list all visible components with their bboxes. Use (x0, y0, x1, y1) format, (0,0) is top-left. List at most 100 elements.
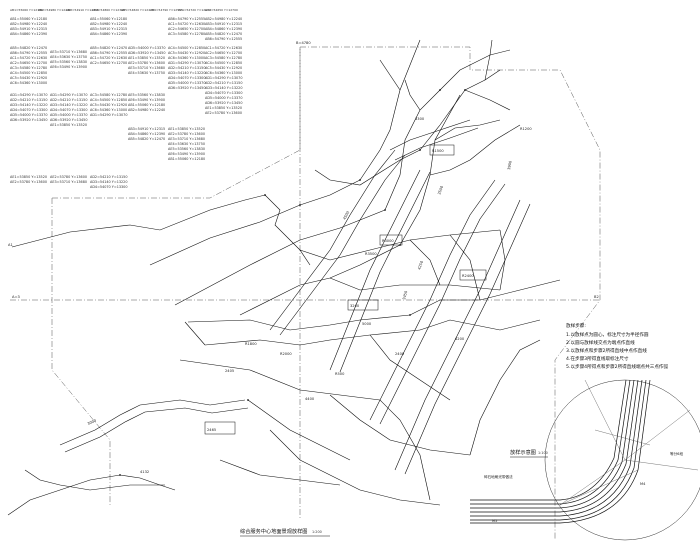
dimension-labels: 2465 3000 4132 2405 3200 R2400 R1500 R30… (87, 117, 532, 474)
coord-entry: AD2=54210 Y=13150 (205, 81, 243, 85)
coord-column-5: AB6=54790 Y=12555 AC1=54720 Y=12630 AC2=… (168, 17, 206, 161)
inset-title: 放样示意图 (510, 448, 536, 456)
coord-entry: AC3=54580 Y=12780 (205, 56, 242, 60)
coord-entry: AE2=53780 Y=13600 (128, 61, 165, 65)
dim-label: R1800 (245, 342, 257, 346)
dim-label: 3500 (437, 185, 444, 196)
coord-entry: AD5=54000 Y=13370 (50, 113, 88, 117)
grid-labels: B=4780 A=3 B2 A1 (8, 41, 599, 299)
inset-equal-label: 等分6段 (670, 451, 683, 456)
coord-entry: AD4=54070 Y=13300 (205, 91, 243, 95)
dim-label: 4132 (140, 470, 149, 474)
dim-label: 2405 (225, 369, 234, 373)
coord-entry: AB2=54980 Y=12240 (205, 17, 242, 21)
header-coord-0: AB1=55060 Y=12180 (10, 8, 43, 12)
coord-entry: AD6=53920 Y=13450 (128, 51, 166, 55)
coord-entry: AB1=55060 Y=12180 (90, 17, 127, 21)
dim-label: 3450 (402, 290, 408, 301)
coord-entry: AC4=54500 Y=12850 (168, 46, 205, 50)
coord-entry: AB6=54790 Y=12555 (10, 51, 47, 55)
coord-entry: AC1=54720 Y=12630 (168, 22, 205, 26)
coord-entry: AC5=54430 Y=12920 (205, 66, 242, 70)
coord-entry: AB3=54910 Y=12315 (10, 27, 47, 31)
coord-entry: AB1=55060 Y=12180 (128, 103, 165, 107)
coord-entry: AD4=54070 Y=13300 (168, 76, 206, 80)
paving-layout-lines (7, 39, 561, 516)
coord-entry: AD2=54210 Y=13150 (50, 98, 88, 102)
coord-entry: AE6=53490 Y=13900 (128, 98, 165, 102)
drawing-scale: 1:200 (312, 530, 322, 534)
coord-entry: AD2=54210 Y=13150 (168, 66, 206, 70)
coord-entry: AD6=53920 Y=13450 (50, 118, 88, 122)
dim-label: R3000 (382, 239, 394, 243)
header-coord-7: AC2=54650 Y=12700 (205, 8, 238, 12)
dim-label: 4500 (342, 210, 350, 221)
coord-entry: AC2=54650 Y=12700 (10, 61, 47, 65)
coord-entry: AC2=54650 Y=12700 (168, 27, 205, 31)
coord-entry: AB1=55060 Y=12180 (10, 17, 47, 21)
dim-label: 3000 (87, 419, 98, 426)
site-boundary (10, 46, 601, 540)
dim-label: 4250 (417, 260, 424, 271)
coord-entry: AC4=54500 Y=12850 (205, 61, 242, 65)
inset-scale: 1:100 (538, 451, 548, 455)
coord-entry: AC3=54580 Y=12780 (168, 32, 205, 36)
drawing-title-block: 综合服务中心地面景观放样图 1:200 (240, 527, 330, 537)
coord-entry: AB2=54980 Y=12240 (90, 22, 127, 26)
coord-entry: AD1=54290 Y=13070 (90, 113, 128, 117)
coord-entry: AC4=54500 Y=12850 (90, 98, 127, 102)
coord-entry: AB6=54790 Y=12555 (90, 51, 127, 55)
grid-label: B=4780 (296, 41, 311, 45)
coord-entry: AB2=54980 Y=12240 (128, 108, 165, 112)
dim-label: R500 (335, 372, 345, 376)
coord-entry: AE4=53630 Y=13750 (128, 71, 165, 75)
coord-column-6: AB2=54980 Y=12240 AB3=54910 Y=12315 AB4=… (205, 17, 243, 115)
coord-entry: AE5=53560 Y=13830 (168, 147, 205, 151)
coord-entry: AE2=53780 Y=13600 (50, 175, 87, 179)
inset-band-label: 碎石地刷光带做法 (484, 474, 513, 479)
dim-label: 6200 (455, 337, 465, 341)
coord-entry: AE5=53560 Y=13830 (128, 93, 165, 97)
coord-entry: AB5=54820 Y=12470 (205, 32, 242, 36)
grid-label: A1 (8, 243, 13, 247)
notes-step-4: 4.在步骤3所得直线取标注尺寸 (566, 355, 629, 362)
coord-entry: AD2=54210 Y=13150 (90, 175, 128, 179)
grid-label: A=3 (12, 295, 20, 299)
coord-entry: AE3=53710 Y=13680 (50, 50, 87, 54)
coord-entry: AC1=54720 Y=12630 (205, 46, 242, 50)
coord-entry: AC5=54430 Y=12920 (168, 51, 205, 55)
coord-entry: AD6=53920 Y=13450 (168, 86, 206, 90)
layout-inset-diagram: 等分6段 M4 M5 碎石地刷光带做法 放样示意图 1:100 (470, 379, 700, 541)
coord-entry: AD4=54070 Y=13300 (50, 108, 88, 112)
coord-entry: AE2=53780 Y=13600 (205, 111, 242, 115)
coord-entry: AC6=54360 Y=13000 (90, 108, 127, 112)
coord-entry: AC3=54580 Y=12780 (10, 66, 47, 70)
coord-entry: AB3=54910 Y=12315 (128, 127, 165, 131)
coord-entry: AE4=53630 Y=13750 (50, 55, 87, 59)
coord-entry: AE1=53850 Y=13520 (10, 175, 47, 179)
coord-entry: AC6=54360 Y=13000 (10, 81, 47, 85)
header-coord-1: AB2=54980 Y=12240 (38, 8, 71, 12)
coord-entry: AB2=54980 Y=12240 (10, 22, 47, 26)
coord-entry: AB5=54820 Y=12470 (10, 46, 47, 50)
header-coord-6: AC1=54720 Y=12630 (178, 8, 211, 12)
coord-entry: AC6=54360 Y=13000 (168, 56, 205, 60)
coord-entry: AB5=54820 Y=12470 (90, 46, 127, 50)
notes-heading: 放样步骤: (566, 322, 586, 329)
coord-entry: AD5=54000 Y=13370 (10, 113, 48, 117)
coord-entry: AC6=54360 Y=13000 (205, 71, 242, 75)
dim-label: R1200 (520, 127, 532, 131)
layout-notes: 放样步骤: 1.以放样点为圆心，标注尺寸为半径作圆 2.以圆与放样线交点为端点作… (566, 322, 669, 370)
coord-entry: AD3=54140 Y=13220 (205, 86, 243, 90)
dim-label: R3500 (365, 252, 377, 256)
coord-entry: AD3=54140 Y=13220 (10, 103, 48, 107)
coord-entry: AD4=54070 Y=13300 (10, 108, 48, 112)
coord-entry: AE5=53560 Y=13830 (50, 60, 87, 64)
coord-entry: AC1=54720 Y=12630 (90, 56, 127, 60)
coord-entry: AC4=54500 Y=12850 (10, 71, 47, 75)
dim-label: 5000 (362, 322, 372, 326)
coord-entry: AC5=54430 Y=12920 (90, 103, 127, 107)
coord-entry: AD6=53920 Y=13450 (205, 101, 243, 105)
coord-entry: AE1=53850 Y=13520 (168, 127, 205, 131)
